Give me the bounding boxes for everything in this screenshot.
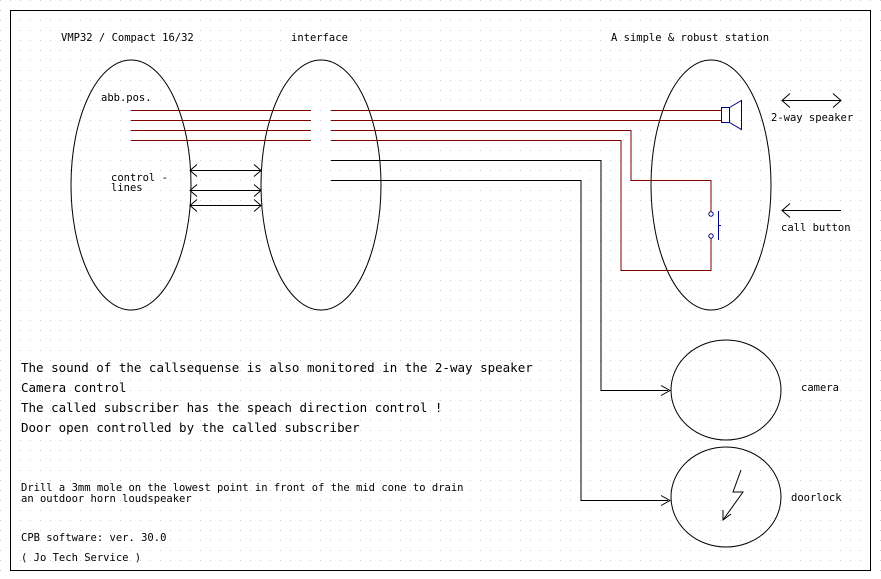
company-text: ( Jo Tech Service ) bbox=[21, 552, 141, 564]
arrowheads-out bbox=[660, 385, 672, 506]
note-line-2: Camera control bbox=[21, 380, 126, 395]
call-button-label: call button bbox=[781, 222, 851, 234]
control-lines-out bbox=[331, 160, 668, 501]
camera-label: camera bbox=[801, 382, 839, 394]
note-line-3: The called subscriber has the speach dir… bbox=[21, 400, 442, 415]
two-way-speaker-arrow bbox=[781, 93, 842, 108]
interface-title: interface bbox=[291, 32, 348, 44]
vmp-ellipse bbox=[70, 59, 192, 311]
control-lines-label-2: lines bbox=[111, 182, 143, 194]
speaker-icon bbox=[721, 99, 742, 131]
two-way-speaker-label: 2-way speaker bbox=[771, 112, 853, 124]
abb-pos-label: abb.pos. bbox=[101, 92, 152, 104]
call-button-arrow bbox=[781, 203, 841, 218]
doorlock-label: doorlock bbox=[791, 492, 842, 504]
station-title: A simple & robust station bbox=[611, 32, 769, 44]
note-line-4: Door open controlled by the called subsc… bbox=[21, 420, 360, 435]
camera-ellipse bbox=[670, 339, 782, 441]
drill-note-line-2: an outdoor horn loudspeaker bbox=[21, 493, 192, 505]
station-ellipse bbox=[650, 59, 772, 311]
note-line-1: The sound of the callsequense is also mo… bbox=[21, 360, 533, 375]
version-text: CPB software: ver. 30.0 bbox=[21, 532, 166, 544]
interface-ellipse bbox=[260, 59, 382, 311]
doorlock-ellipse bbox=[670, 446, 782, 548]
signal-lines bbox=[131, 110, 721, 271]
control-line-arrows bbox=[189, 164, 262, 212]
lightning-bolt-icon bbox=[722, 469, 744, 521]
vmp-title: VMP32 / Compact 16/32 bbox=[61, 32, 194, 44]
diagram-frame bbox=[10, 10, 871, 571]
call-button-icon bbox=[708, 211, 721, 240]
control-lines-label-1: control - bbox=[111, 172, 168, 184]
drill-note-line-1: Drill a 3mm mole on the lowest point in … bbox=[21, 482, 464, 494]
lightning-bolt-head bbox=[722, 510, 732, 521]
